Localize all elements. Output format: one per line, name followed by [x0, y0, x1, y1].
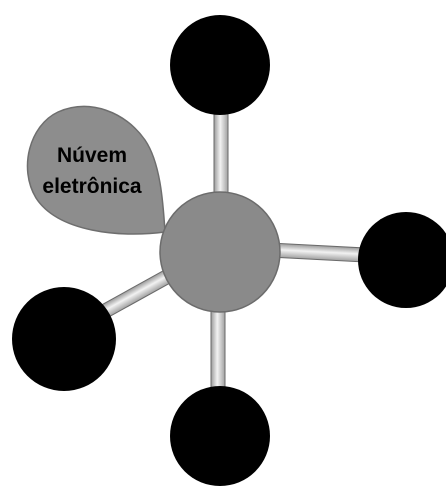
- outer-atom-right: [358, 212, 446, 308]
- electron-cloud-lobe: [26, 105, 166, 235]
- outer-atom-bottom: [170, 386, 270, 486]
- outer-atom-top: [170, 15, 270, 115]
- bond-right: [269, 242, 371, 263]
- central-atom: [159, 191, 281, 313]
- outer-atom-left: [12, 287, 116, 391]
- electron-cloud-label-line2: eletrônica: [42, 175, 142, 198]
- electron-cloud-label-line1: Núvem: [57, 144, 127, 167]
